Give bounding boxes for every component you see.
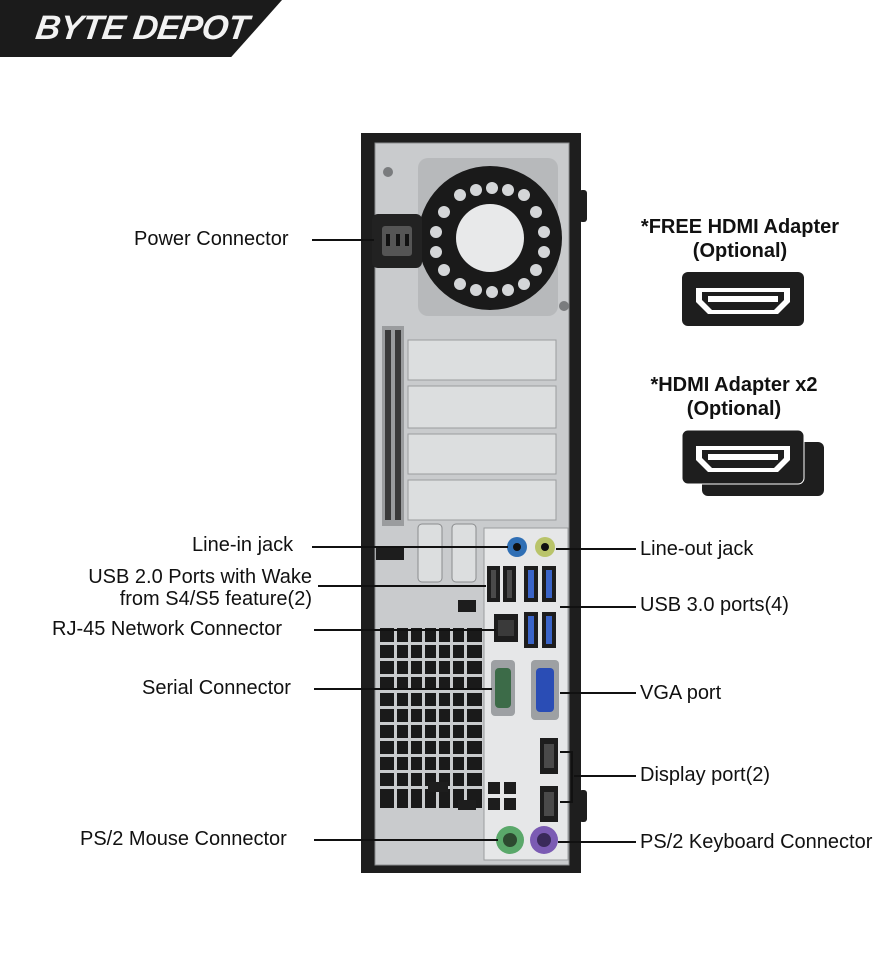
label-line-in: Line-in jack bbox=[192, 534, 294, 556]
leader-line-in bbox=[312, 546, 508, 548]
label-usb20: USB 2.0 Ports with Wake from S4/S5 featu… bbox=[70, 566, 312, 610]
label-serial: Serial Connector bbox=[142, 677, 291, 699]
free-hdmi-adapter-line1: *FREE HDMI Adapter bbox=[640, 216, 840, 238]
ps2-keyboard-port bbox=[530, 826, 558, 854]
leader-rj45 bbox=[314, 629, 496, 631]
label-power-connector: Power Connector bbox=[134, 228, 289, 250]
expansion-slots bbox=[407, 339, 557, 521]
hdmi-adapter-x2-line2: (Optional) bbox=[686, 398, 782, 420]
power-connector bbox=[372, 214, 422, 268]
label-ps2-keyboard: PS/2 Keyboard Connector bbox=[640, 831, 873, 853]
label-rj45: RJ-45 Network Connector bbox=[52, 618, 283, 640]
leader-line-out bbox=[556, 548, 636, 550]
free-hdmi-adapter-title: *FREE HDMI Adapter (Optional) bbox=[620, 215, 860, 263]
leader-usb20 bbox=[318, 585, 486, 587]
rj45-port bbox=[494, 614, 518, 642]
hdmi-adapter-x2-title: *HDMI Adapter x2 (Optional) bbox=[614, 373, 854, 421]
vga-port bbox=[531, 660, 559, 720]
label-usb20-line1: USB 2.0 Ports with Wake bbox=[88, 566, 312, 588]
label-ps2-mouse: PS/2 Mouse Connector bbox=[80, 828, 287, 850]
ps2-mouse-port bbox=[496, 826, 524, 854]
label-usb20-line2: from S4/S5 feature(2) bbox=[119, 588, 312, 610]
case-knob-bottom bbox=[579, 790, 587, 822]
usb20-ports bbox=[487, 566, 516, 602]
brand-banner bbox=[0, 0, 282, 57]
leader-display-port bbox=[574, 775, 636, 777]
leader-ps2-keyboard bbox=[558, 841, 636, 843]
usb30-ports bbox=[524, 566, 556, 648]
hdmi-adapter-x2-line1: *HDMI Adapter x2 bbox=[650, 374, 818, 396]
leader-usb30 bbox=[560, 606, 636, 608]
label-line-out: Line-out jack bbox=[640, 538, 754, 560]
hdmi-adapter-x2-image bbox=[682, 430, 824, 496]
leader-power-connector bbox=[312, 239, 374, 241]
label-display-port: Display port(2) bbox=[640, 764, 771, 786]
label-usb30: USB 3.0 ports(4) bbox=[640, 594, 789, 616]
fan-grill bbox=[383, 158, 569, 316]
label-vga: VGA port bbox=[640, 682, 722, 704]
leader-ps2-mouse bbox=[314, 839, 498, 841]
free-hdmi-adapter-image bbox=[682, 272, 804, 326]
case-knob-top bbox=[579, 190, 587, 222]
leader-serial bbox=[314, 688, 492, 690]
leader-vga bbox=[560, 692, 636, 694]
display-ports bbox=[540, 738, 558, 822]
serial-port bbox=[491, 660, 515, 716]
free-hdmi-adapter-line2: (Optional) bbox=[692, 240, 788, 262]
